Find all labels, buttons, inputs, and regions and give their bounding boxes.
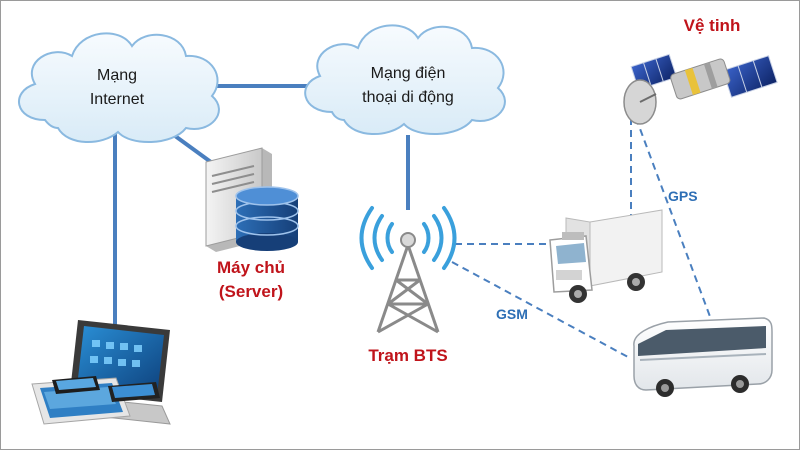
satellite-icon <box>623 53 778 125</box>
internet-cloud <box>18 32 220 144</box>
server-label-line2: (Server) <box>218 282 284 301</box>
internet-cloud-line2: Internet <box>89 91 145 108</box>
dashed-links <box>451 117 716 358</box>
link-sat-bus <box>635 117 716 331</box>
mobile-cloud-line1: Mạng điện <box>370 65 446 82</box>
phone-icon <box>52 376 100 394</box>
antenna-tower-icon <box>359 206 457 334</box>
database-icon <box>235 186 299 251</box>
mobile-cloud-label: Mạng điện thoại di động <box>338 62 478 110</box>
truck-icon <box>549 209 663 303</box>
server-label-line1: Máy chủ <box>216 258 286 277</box>
link-bts-bus <box>451 261 629 358</box>
mobile-cloud <box>304 24 506 136</box>
gsm-label: GSM <box>496 306 528 322</box>
gps-label: GPS <box>668 188 698 204</box>
internet-cloud-label: Mạng Internet <box>62 64 172 112</box>
internet-cloud-line1: Mạng <box>96 67 138 84</box>
server-icon <box>205 147 299 252</box>
mobile-cloud-line2: thoại di động <box>362 89 454 106</box>
phone-icon-2 <box>108 382 160 402</box>
bts-label: Trạm BTS <box>368 346 448 365</box>
bus-icon <box>633 317 773 397</box>
server-label: Máy chủ (Server) <box>196 256 306 304</box>
satellite-label: Vệ tinh <box>683 16 741 35</box>
devices-group <box>31 320 171 425</box>
